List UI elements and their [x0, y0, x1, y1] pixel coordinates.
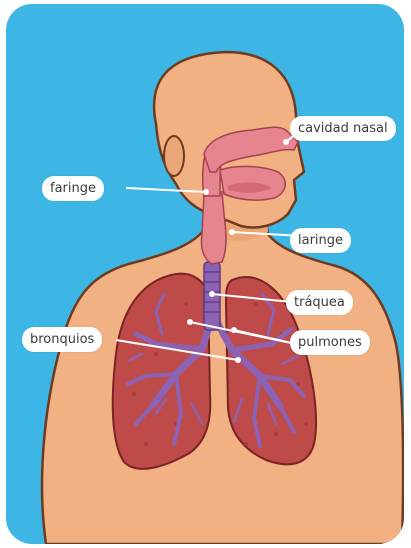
label-pulmones: pulmones — [290, 330, 370, 355]
respiratory-system-illustration — [6, 4, 404, 544]
label-bronquios: bronquios — [22, 327, 102, 352]
label-cavidad-nasal: cavidad nasal — [290, 116, 396, 141]
label-faringe: faringe — [42, 176, 104, 201]
diagram-panel: cavidad nasal faringe laringe tráquea pu… — [6, 4, 404, 544]
label-laringe: laringe — [290, 228, 351, 253]
ear — [164, 136, 184, 176]
label-traquea: tráquea — [286, 290, 353, 315]
larynx — [201, 192, 226, 264]
